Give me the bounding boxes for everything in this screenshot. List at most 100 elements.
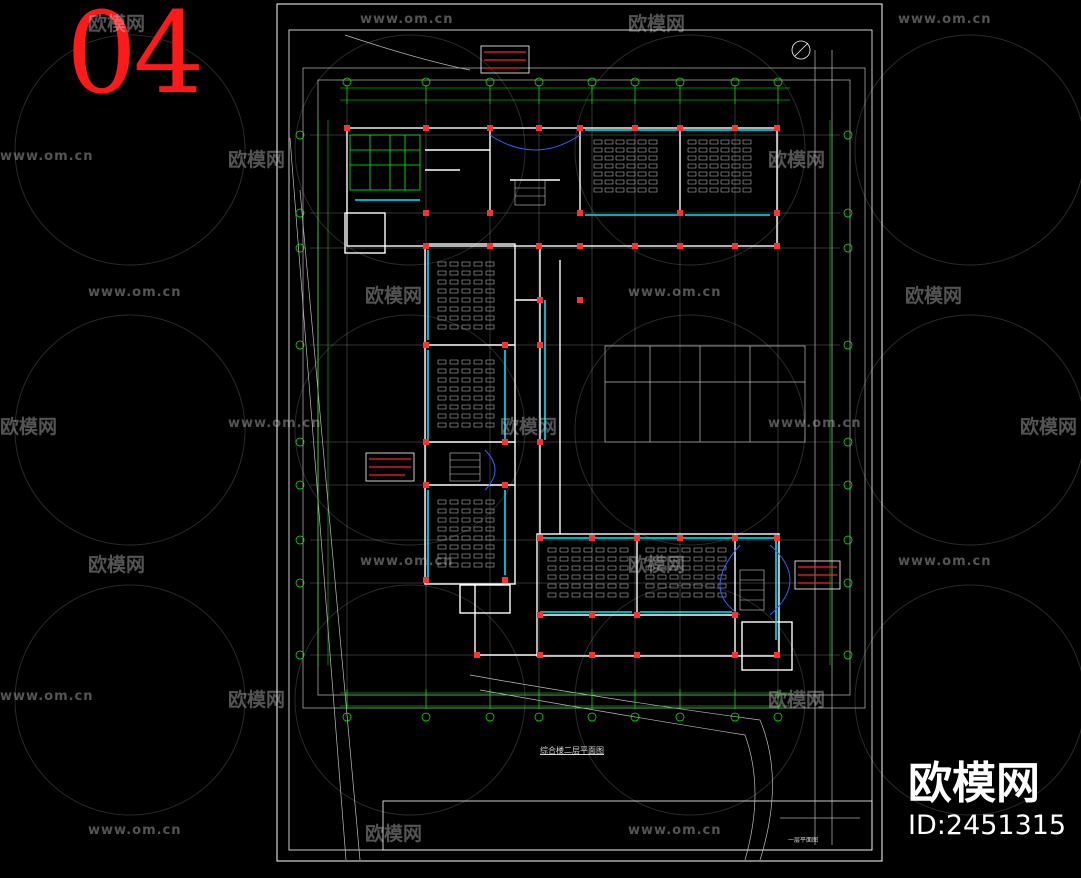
axis-bubble-right <box>843 243 853 253</box>
desk <box>473 315 483 321</box>
desk <box>449 526 459 532</box>
desk <box>593 139 603 145</box>
desk <box>473 270 483 276</box>
desk <box>687 179 697 185</box>
desk <box>473 368 483 374</box>
watermark-url: www.om.cn <box>0 689 94 704</box>
column <box>774 243 780 249</box>
axis-bubble-bottom <box>730 712 740 722</box>
column <box>537 612 543 618</box>
desk <box>449 544 459 550</box>
desk <box>709 179 719 185</box>
desk <box>449 562 459 568</box>
axis-bubble-top <box>730 77 740 87</box>
desk <box>485 395 495 401</box>
watermark-name: 欧模网 <box>365 285 423 307</box>
desk <box>698 139 708 145</box>
titleblock-label: 一层平面图 <box>788 837 819 844</box>
axis-bubble-right <box>843 437 853 447</box>
desk <box>449 288 459 294</box>
desk <box>657 583 667 589</box>
desk <box>593 187 603 193</box>
column <box>732 125 738 131</box>
desk <box>693 547 703 553</box>
desk <box>593 171 603 177</box>
desk <box>615 179 625 185</box>
column <box>487 125 493 131</box>
desk <box>473 413 483 419</box>
axis-bubble-bottom <box>534 712 544 722</box>
desk <box>698 187 708 193</box>
desk <box>742 139 752 145</box>
column <box>423 243 429 249</box>
desk <box>473 562 483 568</box>
axis-bubble-bottom <box>421 712 431 722</box>
desk <box>461 562 471 568</box>
desk <box>742 187 752 193</box>
desk <box>449 306 459 312</box>
desk <box>461 324 471 330</box>
desk <box>687 187 697 193</box>
structural-columns <box>344 125 780 658</box>
desk <box>648 139 658 145</box>
column <box>774 210 780 216</box>
column <box>537 535 543 541</box>
desk <box>705 583 715 589</box>
desk <box>461 315 471 321</box>
desk <box>473 544 483 550</box>
desk <box>705 574 715 580</box>
axis-bubble-top <box>421 77 431 87</box>
desk <box>437 279 447 285</box>
column <box>732 652 738 658</box>
desk <box>698 155 708 161</box>
desk <box>485 517 495 523</box>
desk <box>681 592 691 598</box>
desk <box>547 583 557 589</box>
column <box>677 535 683 541</box>
desk <box>485 386 495 392</box>
desk <box>461 526 471 532</box>
desk <box>698 163 708 169</box>
desk <box>637 163 647 169</box>
column <box>423 342 429 348</box>
desk <box>593 147 603 153</box>
desk <box>637 179 647 185</box>
desk <box>604 155 614 161</box>
desk <box>449 315 459 321</box>
axis-bubble-left <box>295 437 305 447</box>
desk <box>461 404 471 410</box>
column <box>577 210 583 216</box>
desk <box>449 359 459 365</box>
desk <box>648 155 658 161</box>
desk <box>461 368 471 374</box>
desk <box>437 422 447 428</box>
desk <box>637 147 647 153</box>
desk <box>461 288 471 294</box>
desk <box>473 422 483 428</box>
desk <box>437 535 447 541</box>
desk <box>657 565 667 571</box>
desk <box>595 556 605 562</box>
annotation-red-lines <box>369 51 837 584</box>
desk <box>547 574 557 580</box>
desk <box>461 261 471 267</box>
desk <box>547 565 557 571</box>
desk <box>615 187 625 193</box>
watermark-name: 欧模网 <box>228 689 286 711</box>
desk <box>485 270 495 276</box>
desk <box>571 565 581 571</box>
desk <box>648 187 658 193</box>
axis-bubble-bottom <box>630 712 640 722</box>
desk <box>485 535 495 541</box>
axis-bubble-left <box>295 578 305 588</box>
axis-bubble-right <box>843 578 853 588</box>
desk <box>449 368 459 374</box>
desk <box>615 147 625 153</box>
desk <box>681 547 691 553</box>
desk <box>595 583 605 589</box>
desk <box>485 562 495 568</box>
desk <box>437 315 447 321</box>
desk <box>473 553 483 559</box>
column <box>502 439 508 445</box>
